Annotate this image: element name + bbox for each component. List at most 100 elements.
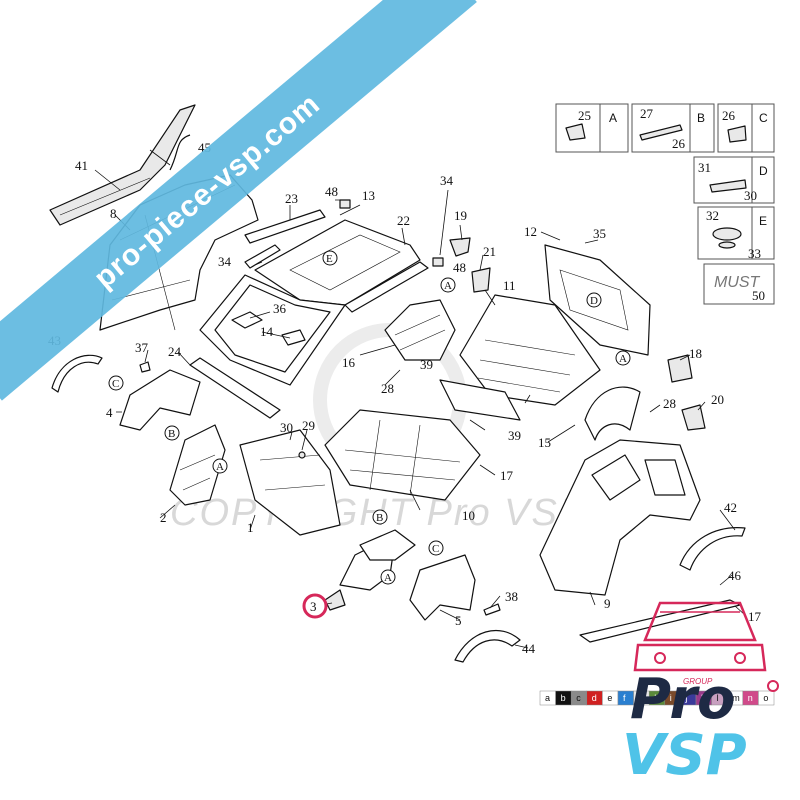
color-swatch-label: b bbox=[561, 693, 566, 703]
part-1-firewall bbox=[239, 429, 341, 536]
logo-vsp-text: VSP bbox=[622, 723, 747, 788]
callout-A-mid: A bbox=[380, 569, 396, 585]
part-48-clip-top bbox=[339, 199, 351, 209]
color-swatch bbox=[758, 690, 775, 706]
color-swatch-label: j bbox=[684, 693, 687, 703]
part-20-bracket bbox=[681, 404, 706, 431]
ref-B-num2: 26 bbox=[672, 136, 686, 151]
label-34-top: 34 bbox=[440, 173, 454, 188]
part-48-clip-mid bbox=[432, 257, 444, 267]
ref-D-num: 31 bbox=[698, 160, 711, 175]
label-41: 41 bbox=[75, 158, 88, 173]
color-swatch-label: c bbox=[576, 693, 581, 703]
svg-text:A: A bbox=[384, 572, 392, 584]
color-swatch-label: o bbox=[763, 693, 768, 703]
label-22: 22 bbox=[397, 213, 410, 228]
callouts: E A D A C B A B A C bbox=[108, 250, 631, 585]
label-38: 38 bbox=[505, 589, 518, 604]
part-9-body-side bbox=[539, 439, 701, 596]
ref-50-num: 50 bbox=[752, 288, 765, 303]
color-swatch-label: h bbox=[654, 693, 659, 703]
color-swatch-label: g bbox=[639, 693, 644, 703]
label-17-mid: 17 bbox=[500, 468, 514, 483]
part-19-bracket bbox=[449, 237, 471, 257]
part-42-wheel-arch bbox=[679, 527, 746, 571]
callout-E: E bbox=[322, 250, 338, 266]
logo-group-text: GROUP bbox=[683, 677, 713, 686]
svg-text:A: A bbox=[619, 353, 627, 365]
ref-box-E: 32 33 E bbox=[697, 206, 775, 261]
ref-box-B: 27 26 B bbox=[631, 103, 715, 153]
ref-A-letter: A bbox=[609, 111, 617, 125]
color-swatch-label: d bbox=[592, 693, 597, 703]
color-swatch-label: k bbox=[701, 693, 706, 703]
banner-band bbox=[0, 0, 477, 401]
label-3: 3 bbox=[310, 599, 317, 614]
label-19: 19 bbox=[454, 208, 467, 223]
ref-box-50: MUST 50 bbox=[703, 263, 775, 305]
label-42: 42 bbox=[724, 500, 737, 515]
color-swatch-label: a bbox=[545, 693, 550, 703]
ref-E-num: 32 bbox=[706, 208, 719, 223]
label-21: 21 bbox=[483, 244, 496, 259]
ref-B-num: 27 bbox=[640, 106, 654, 121]
part-numbers: 41 45 8 43 23 48 13 22 34 19 21 48 34 36… bbox=[48, 140, 762, 656]
part-10-floor bbox=[324, 409, 481, 501]
callout-A-left: A bbox=[212, 458, 228, 474]
highlight-part-3[interactable]: 3 bbox=[302, 593, 328, 619]
part-23-roof-rail bbox=[244, 209, 326, 244]
callout-A-roof: A bbox=[440, 277, 456, 293]
color-swatch-label: i bbox=[670, 693, 672, 703]
label-39-top: 39 bbox=[420, 357, 433, 372]
label-36: 36 bbox=[273, 301, 287, 316]
part-44-arch-trim bbox=[454, 630, 521, 663]
svg-text:C: C bbox=[432, 543, 439, 555]
ref-C-num: 26 bbox=[722, 108, 736, 123]
part-43-arch-trim bbox=[51, 354, 103, 393]
leader-lines bbox=[94, 149, 746, 649]
must-badge: MUST bbox=[714, 274, 761, 291]
part-34-front-header bbox=[244, 244, 281, 269]
color-swatch-label: n bbox=[748, 693, 753, 703]
part-windshield-frame bbox=[199, 274, 346, 386]
label-23: 23 bbox=[285, 191, 298, 206]
svg-text:B: B bbox=[376, 512, 383, 524]
label-12: 12 bbox=[524, 224, 537, 239]
callout-B-mid: B bbox=[372, 509, 388, 525]
part-22-rear-header bbox=[344, 261, 429, 313]
label-35: 35 bbox=[593, 226, 606, 241]
ref-E-letter: E bbox=[759, 214, 767, 228]
svg-text:B: B bbox=[168, 428, 175, 440]
label-39-mid: 39 bbox=[508, 428, 521, 443]
part-24-cowl bbox=[189, 357, 281, 419]
label-44: 44 bbox=[522, 641, 536, 656]
color-swatch-label: l bbox=[717, 693, 719, 703]
ref-box-A: 25 A bbox=[555, 103, 629, 153]
label-48-top: 48 bbox=[325, 184, 338, 199]
label-48-mid: 48 bbox=[453, 260, 466, 275]
label-17-right: 17 bbox=[748, 609, 762, 624]
label-8: 8 bbox=[110, 206, 117, 221]
label-24: 24 bbox=[168, 344, 182, 359]
svg-text:D: D bbox=[590, 295, 598, 307]
label-4: 4 bbox=[106, 405, 113, 420]
label-1: 1 bbox=[247, 520, 254, 535]
svg-text:E: E bbox=[326, 253, 333, 265]
label-11: 11 bbox=[503, 278, 516, 293]
highlight-circle bbox=[302, 593, 328, 619]
part-21-bracket bbox=[471, 267, 491, 293]
label-34-left: 34 bbox=[218, 254, 232, 269]
ref-C-letter: C bbox=[759, 111, 768, 125]
svg-text:C: C bbox=[112, 378, 119, 390]
ref-box-C: 26 C bbox=[717, 103, 775, 153]
label-20: 20 bbox=[711, 392, 724, 407]
part-18-bracket bbox=[667, 354, 693, 383]
label-18: 18 bbox=[689, 346, 702, 361]
part-4-fender bbox=[119, 369, 201, 431]
logo-pro-text: Pro bbox=[630, 667, 735, 732]
part-38-clip bbox=[483, 603, 501, 616]
ref-E-num2: 33 bbox=[748, 246, 761, 261]
